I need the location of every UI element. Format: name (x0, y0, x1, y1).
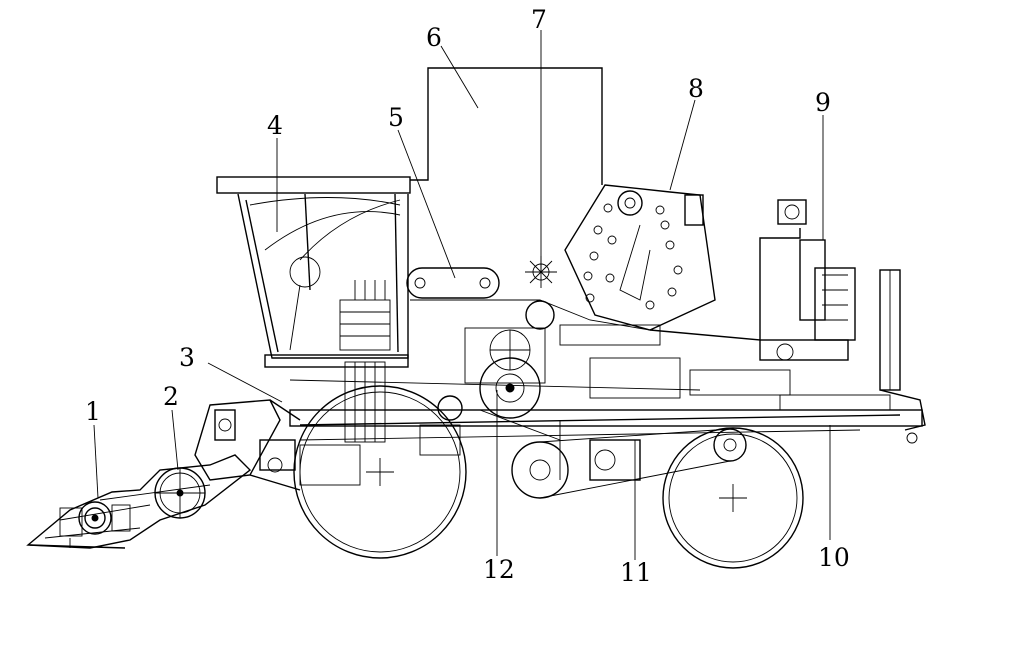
main-frame (289, 357, 926, 486)
label-9: 9 (815, 88, 831, 117)
label-6: 6 (426, 23, 442, 52)
label-10: 10 (818, 543, 850, 572)
pickup-reel (59, 501, 131, 548)
label-2: 2 (163, 382, 179, 411)
rear-wheel (662, 427, 804, 569)
conveyor-arm (194, 399, 301, 491)
label-1: 1 (85, 397, 101, 426)
label-12: 12 (483, 555, 515, 584)
label-8: 8 (688, 74, 704, 103)
callout-labels: 1 2 3 4 5 6 7 8 9 10 11 12 (85, 5, 850, 587)
label-5: 5 (388, 103, 404, 132)
linkage-arm (406, 267, 500, 299)
label-11: 11 (620, 558, 652, 587)
thresher (437, 300, 555, 421)
lower-drive (479, 409, 747, 499)
label-4: 4 (267, 111, 283, 140)
leader-lines (93, 30, 831, 560)
label-3: 3 (179, 343, 195, 372)
engine-unit (649, 199, 901, 391)
pickup-header (26, 454, 252, 549)
front-wheel (293, 385, 467, 559)
hopper (299, 67, 651, 331)
roller-bank (559, 184, 716, 346)
label-7: 7 (531, 5, 547, 34)
conveyor-drum (154, 467, 206, 519)
